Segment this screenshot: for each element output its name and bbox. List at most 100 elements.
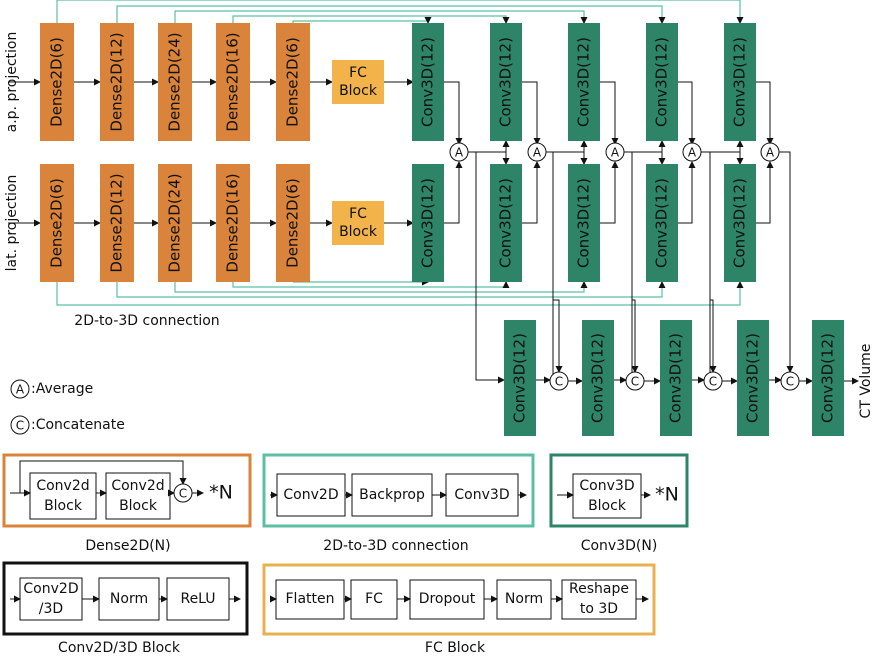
legend-average-label: :Average <box>31 381 93 397</box>
dense2d-conv-block-2-label: Conv2d <box>111 478 164 494</box>
connection-box <box>262 453 535 528</box>
avg-input-line <box>444 81 463 145</box>
ap-conv3d-block-label: Conv3D(12) <box>731 37 749 127</box>
decoder-conv3d-block-label: Conv3D(12) <box>511 333 529 423</box>
ap-conv3d-block-label: Conv3D(12) <box>497 37 515 127</box>
ap-dense-block <box>216 23 250 141</box>
legend-concat-label: :Concatenate <box>31 417 125 433</box>
ap-conv3d-block-label: Conv3D(12) <box>575 37 593 127</box>
ap-conv3d-block-label: Conv3D(12) <box>653 37 671 127</box>
concat-node-symbol: C <box>709 375 717 389</box>
avg-out-line <box>779 151 794 381</box>
avg-out-line <box>546 140 588 153</box>
fcblock-step <box>496 579 552 620</box>
convblock-caption: Conv2D/3D Block <box>58 640 181 656</box>
lat-dense-block <box>100 164 134 282</box>
fc-block-label: FC <box>349 206 367 222</box>
lat-dense-block-label: Dense2D(6) <box>48 178 66 268</box>
conv3d-box <box>549 453 689 528</box>
dense2d-skip <box>19 460 187 493</box>
avg-out-line <box>624 140 666 153</box>
avg-out-line <box>468 140 510 153</box>
convblock-step <box>98 577 160 621</box>
connection-step <box>445 473 519 517</box>
fcblock-step <box>350 579 398 620</box>
decoder-conv3d-block-label: Conv3D(12) <box>744 333 762 423</box>
fcblock-box <box>262 563 656 636</box>
conv3d-caption: Conv3D(N) <box>581 538 658 554</box>
concat-node-symbol: C <box>555 375 563 389</box>
average-node <box>760 142 780 162</box>
fcblock-step-label: FC <box>365 591 383 607</box>
concat-input-line <box>709 299 717 373</box>
fcblock-step-label: Norm <box>505 591 543 607</box>
lat-fc-block <box>332 201 384 245</box>
ct-volume-label: CT Volume <box>858 344 872 419</box>
lat-conv3d-block-label: Conv3D(12) <box>497 178 515 268</box>
conv3d-inner-block-label: Conv3D <box>579 478 634 494</box>
lat-conv3d-block <box>646 164 678 282</box>
concat-input-line <box>631 299 639 373</box>
average-node-symbol: A <box>611 146 620 160</box>
lat-dense-block-label: Dense2D(24) <box>166 173 184 272</box>
fcblock-step <box>275 579 345 620</box>
ap-conv3d-block <box>568 23 600 141</box>
lat-conv3d-block-label: Conv3D(12) <box>419 178 437 268</box>
decoder-conv3d-block-label: Conv3D(12) <box>589 333 607 423</box>
average-node-symbol: A <box>688 146 697 160</box>
ap-skip-connection <box>116 5 666 24</box>
decoder-line <box>475 300 480 381</box>
concat-node-symbol: C <box>786 375 794 389</box>
ap-dense-block-label: Dense2D(24) <box>166 32 184 131</box>
connection-caption: 2D-to-3D connection <box>74 313 219 329</box>
avg-input-line <box>522 161 541 224</box>
avg-input-line <box>522 81 541 145</box>
lat-skip-connection <box>56 281 744 306</box>
lat-projection-label: lat. projection <box>4 175 20 272</box>
ap-conv3d-block <box>724 23 756 141</box>
decoder-conv3d-block <box>660 320 692 436</box>
concat-input-line <box>553 299 563 373</box>
ap-dense-block <box>276 23 310 141</box>
decoder-conv3d-block <box>737 320 769 436</box>
avg-input-line <box>678 81 696 145</box>
ap-skip-connection <box>232 15 510 24</box>
fcblock-step-label: to 3D <box>580 601 618 617</box>
connection-step <box>276 473 346 517</box>
ap-dense-block-label: Dense2D(6) <box>284 37 302 127</box>
ap-dense-block <box>40 23 74 141</box>
dense2d-conv-block-1-label: Block <box>44 498 83 514</box>
fcblock-step <box>561 579 637 620</box>
dense2d-repeat: *N <box>209 482 233 504</box>
lat-skip-connection <box>232 281 510 288</box>
lat-dense-block <box>276 164 310 282</box>
lat-conv3d-block <box>490 164 522 282</box>
convblock-step-label: Conv2D <box>23 581 78 597</box>
lat-conv3d-block <box>412 164 444 282</box>
legend-average-node-symbol: A <box>16 383 25 397</box>
conv3d-inner-block-label: Block <box>588 498 627 514</box>
lat-dense-block-label: Dense2D(6) <box>284 178 302 268</box>
avg-input-line <box>444 161 463 224</box>
ap-skip-connection <box>292 17 432 24</box>
dense2d-conv-block-1 <box>29 472 97 520</box>
average-node-symbol: A <box>455 146 464 160</box>
lat-dense-block <box>40 164 74 282</box>
lat-dense-block-label: Dense2D(12) <box>108 173 126 272</box>
concat-node <box>549 371 569 391</box>
avg-input-line <box>678 161 696 224</box>
dense2d-box <box>2 453 252 528</box>
decoder-conv3d-block <box>582 320 614 436</box>
ap-skip-connection <box>56 0 744 24</box>
ap-skip-connection <box>174 10 588 24</box>
dense2d-concat-node-symbol: C <box>179 487 187 501</box>
fcblock-caption: FC Block <box>425 640 486 656</box>
convblock-step <box>19 577 83 621</box>
ap-dense-block <box>158 23 192 141</box>
fcblock-step-label: Reshape <box>569 581 629 597</box>
convblock-step <box>166 577 230 621</box>
lat-conv3d-block-label: Conv3D(12) <box>653 178 671 268</box>
fcblock-step-label: Dropout <box>419 591 476 607</box>
lat-skip-connection <box>174 281 588 293</box>
ap-conv3d-block <box>646 23 678 141</box>
